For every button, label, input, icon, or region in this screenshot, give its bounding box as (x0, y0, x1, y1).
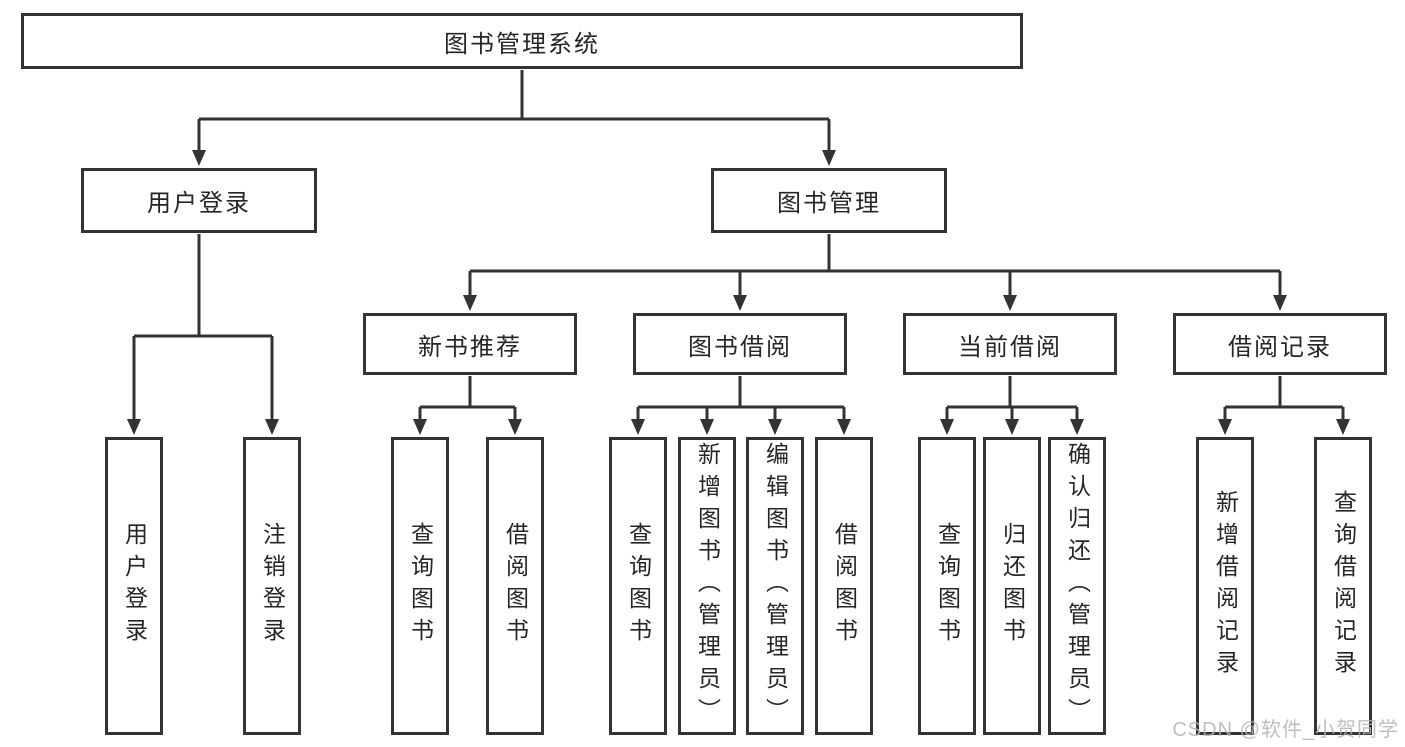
leaf-query-books-borrow: 查询图书 (609, 437, 667, 735)
node-current-borrowing: 当前借阅 (903, 313, 1117, 375)
node-new-book-recommendation: 新书推荐 (363, 313, 577, 375)
leaf-query-books-current-label: 查询图书 (934, 522, 961, 650)
leaf-borrow-books: 借阅图书 (815, 437, 873, 735)
leaf-query-books-recommend-label: 查询图书 (407, 522, 434, 650)
leaf-logout: 注销登录 (243, 437, 301, 735)
leaf-query-borrow-record: 查询借阅记录 (1314, 437, 1372, 735)
node-book-borrowing-label: 图书借阅 (688, 333, 792, 361)
leaf-confirm-return-admin: 确认归还（管理员） (1048, 437, 1106, 735)
node-new-book-recommendation-label: 新书推荐 (418, 333, 522, 361)
leaf-add-borrow-record: 新增借阅记录 (1196, 437, 1254, 735)
csdn-watermark: CSDN @软件_小贺同学 (1172, 719, 1399, 741)
node-root-system: 图书管理系统 (21, 13, 1023, 69)
node-book-borrowing: 图书借阅 (633, 313, 847, 375)
leaf-query-books-borrow-label: 查询图书 (625, 522, 652, 650)
leaf-query-books-recommend: 查询图书 (391, 437, 449, 735)
leaf-borrow-books-recommend: 借阅图书 (486, 437, 544, 735)
node-root-label: 图书管理系统 (444, 30, 600, 58)
node-borrowing-records-label: 借阅记录 (1228, 333, 1332, 361)
leaf-user-login-label: 用户登录 (121, 522, 148, 650)
leaf-borrow-books-label: 借阅图书 (831, 522, 858, 650)
leaf-edit-books-admin-label: 编辑图书（管理员） (762, 442, 789, 730)
leaf-logout-label: 注销登录 (259, 522, 286, 650)
node-current-borrowing-label: 当前借阅 (958, 333, 1062, 361)
leaf-confirm-return-admin-label: 确认归还（管理员） (1064, 442, 1091, 730)
leaf-return-books: 归还图书 (983, 437, 1041, 735)
leaf-add-books-admin: 新增图书（管理员） (678, 437, 736, 735)
node-book-management-label: 图书管理 (777, 190, 881, 217)
leaf-user-login: 用户登录 (105, 437, 163, 735)
node-user-login-label: 用户登录 (147, 190, 251, 217)
leaf-query-books-current: 查询图书 (918, 437, 976, 735)
leaf-return-books-label: 归还图书 (999, 522, 1026, 650)
node-user-login: 用户登录 (81, 168, 317, 233)
leaf-edit-books-admin: 编辑图书（管理员） (746, 437, 804, 735)
leaf-borrow-books-recommend-label: 借阅图书 (502, 522, 529, 650)
leaf-query-borrow-record-label: 查询借阅记录 (1330, 490, 1357, 682)
leaf-add-books-admin-label: 新增图书（管理员） (694, 442, 721, 730)
node-book-management: 图书管理 (711, 168, 947, 233)
node-borrowing-records: 借阅记录 (1173, 313, 1387, 375)
leaf-add-borrow-record-label: 新增借阅记录 (1212, 490, 1239, 682)
